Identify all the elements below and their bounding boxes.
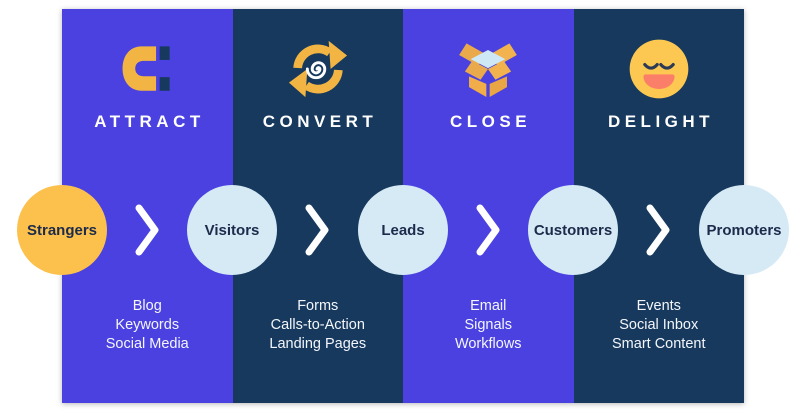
stage-tool: Social Media	[105, 336, 189, 352]
arrow-right-icon	[305, 204, 329, 256]
persona-circle-visitors: Visitors	[187, 185, 277, 275]
persona-label: Leads	[381, 221, 425, 239]
persona-label: Strangers	[26, 221, 98, 239]
stage-tool: Forms	[297, 298, 339, 314]
stage-tool: Social Inbox	[619, 317, 699, 333]
stage-tool: Workflows	[454, 336, 522, 352]
persona-label: Customers	[533, 221, 613, 239]
stage-tools-list: Blog Keywords Social Media	[62, 297, 233, 354]
stage-title: CONVERT	[262, 112, 378, 131]
persona-circle-promoters: Promoters	[699, 185, 789, 275]
persona-circle-customers: Customers	[528, 185, 618, 275]
stage-tool: Calls-to-Action	[270, 317, 365, 333]
arrow-right-icon	[135, 204, 159, 256]
arrow-right-icon	[646, 204, 670, 256]
stage-title: ATTRACT	[94, 112, 205, 131]
magnet-icon	[62, 33, 233, 105]
open-box-icon	[403, 33, 574, 105]
stage-tool: Signals	[464, 317, 513, 333]
stage-tool: Landing Pages	[269, 336, 367, 352]
stage-tools-list: Forms Calls-to-Action Landing Pages	[233, 297, 404, 354]
arrow-right-icon	[476, 204, 500, 256]
smiley-icon	[574, 33, 745, 105]
stage-tool: Blog	[132, 298, 162, 314]
stage-tool: Email	[470, 298, 507, 314]
stage-tools-list: Email Signals Workflows	[403, 297, 574, 354]
stage-tool: Smart Content	[612, 336, 706, 352]
persona-circle-strangers: Strangers	[17, 185, 107, 275]
persona-label: Visitors	[204, 221, 260, 239]
stage-tool: Events	[636, 298, 681, 314]
stage-tool: Keywords	[115, 317, 180, 333]
persona-circle-leads: Leads	[358, 185, 448, 275]
stage-title: DELIGHT	[607, 112, 715, 131]
sync-arrows-icon	[233, 33, 404, 105]
stage-tools-list: Events Social Inbox Smart Content	[574, 297, 745, 354]
stage-title: CLOSE	[449, 112, 532, 131]
persona-label: Promoters	[706, 221, 782, 239]
